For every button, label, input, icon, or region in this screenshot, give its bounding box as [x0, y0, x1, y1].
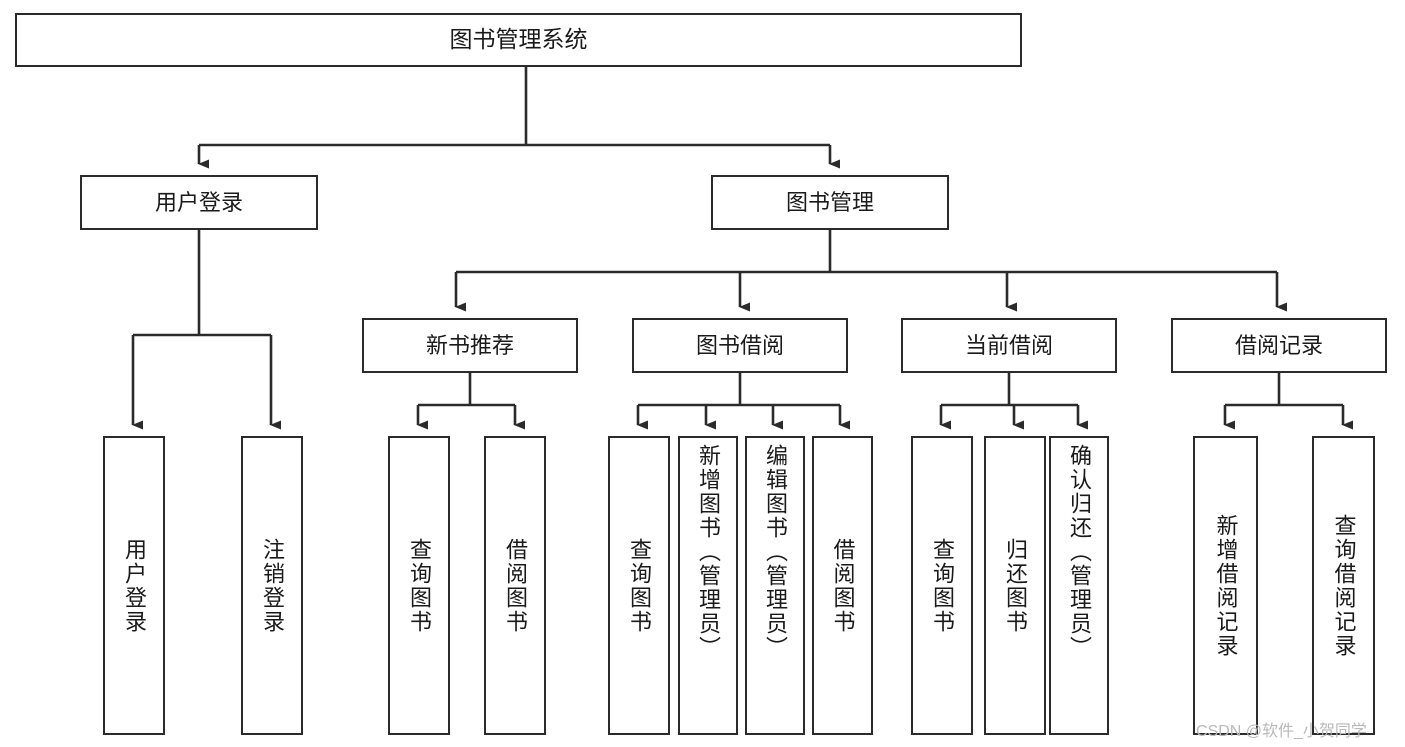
node-leaf-user-login[interactable]: 用户登录 — [103, 436, 165, 735]
node-label-book-management: 图书管理 — [785, 189, 874, 215]
node-label-leaf-query-book-borrow: 查询图书 — [627, 537, 652, 634]
node-leaf-confirm-return-admin[interactable]: 确认归还（管理员） — [1049, 436, 1109, 735]
connector-layer — [131, 67, 1353, 430]
node-label-book-borrow: 图书借阅 — [695, 332, 784, 358]
node-label-leaf-borrow-book: 借阅图书 — [830, 537, 856, 634]
connector-root-to-level1 — [197, 67, 840, 169]
node-leaf-query-borrow-record[interactable]: 查询借阅记录 — [1312, 436, 1375, 735]
node-label-leaf-add-book-admin: 新增图书（管理员） — [696, 444, 721, 660]
node-label-leaf-user-login: 用户登录 — [122, 537, 147, 634]
connector-user-login-to-leaves — [131, 230, 281, 430]
node-label-leaf-borrow-book-recommend: 借阅图书 — [503, 537, 528, 634]
node-root[interactable]: 图书管理系统 — [15, 13, 1022, 67]
node-leaf-add-book-admin[interactable]: 新增图书（管理员） — [678, 436, 738, 735]
node-label-leaf-query-borrow-record: 查询借阅记录 — [1331, 513, 1357, 658]
node-label-root: 图书管理系统 — [449, 26, 588, 53]
connector-current-borrow-to-leaves — [939, 373, 1088, 430]
node-label-leaf-edit-book-admin: 编辑图书（管理员） — [763, 444, 788, 660]
node-leaf-borrow-book-recommend[interactable]: 借阅图书 — [484, 436, 546, 735]
node-leaf-query-book-borrow[interactable]: 查询图书 — [608, 436, 670, 735]
node-label-leaf-user-logout: 注销登录 — [260, 537, 285, 634]
node-label-current-borrow: 当前借阅 — [964, 332, 1053, 358]
connector-book-borrow-to-leaves — [636, 373, 850, 430]
node-label-leaf-query-book-recommend: 查询图书 — [407, 537, 432, 634]
node-label-leaf-query-book-current: 查询图书 — [930, 537, 955, 634]
node-leaf-query-book-current[interactable]: 查询图书 — [911, 436, 973, 735]
node-leaf-add-borrow-record[interactable]: 新增借阅记录 — [1193, 436, 1258, 735]
connector-new-book-recommend-to-leaves — [416, 373, 525, 430]
node-label-leaf-confirm-return-admin: 确认归还（管理员） — [1067, 444, 1092, 660]
node-leaf-edit-book-admin[interactable]: 编辑图书（管理员） — [745, 436, 805, 735]
node-label-leaf-return-book: 归还图书 — [1003, 537, 1028, 634]
node-label-borrow-record: 借阅记录 — [1234, 332, 1323, 358]
connector-borrow-record-to-leaves — [1223, 373, 1353, 430]
node-leaf-query-book-recommend[interactable]: 查询图书 — [388, 436, 450, 735]
node-label-new-book-recommend: 新书推荐 — [425, 332, 514, 358]
node-leaf-return-book[interactable]: 归还图书 — [984, 436, 1046, 735]
node-new-book-recommend[interactable]: 新书推荐 — [362, 318, 578, 373]
node-leaf-user-logout[interactable]: 注销登录 — [241, 436, 303, 735]
node-borrow-record[interactable]: 借阅记录 — [1171, 318, 1387, 373]
node-leaf-borrow-book[interactable]: 借阅图书 — [812, 436, 873, 735]
node-current-borrow[interactable]: 当前借阅 — [901, 318, 1117, 373]
connector-book-management-to-level2 — [454, 230, 1287, 312]
node-label-user-login: 用户登录 — [154, 189, 243, 215]
node-label-leaf-add-borrow-record: 新增借阅记录 — [1213, 513, 1239, 658]
node-book-management[interactable]: 图书管理 — [711, 175, 949, 230]
node-user-login[interactable]: 用户登录 — [80, 175, 318, 230]
node-book-borrow[interactable]: 图书借阅 — [632, 318, 848, 373]
